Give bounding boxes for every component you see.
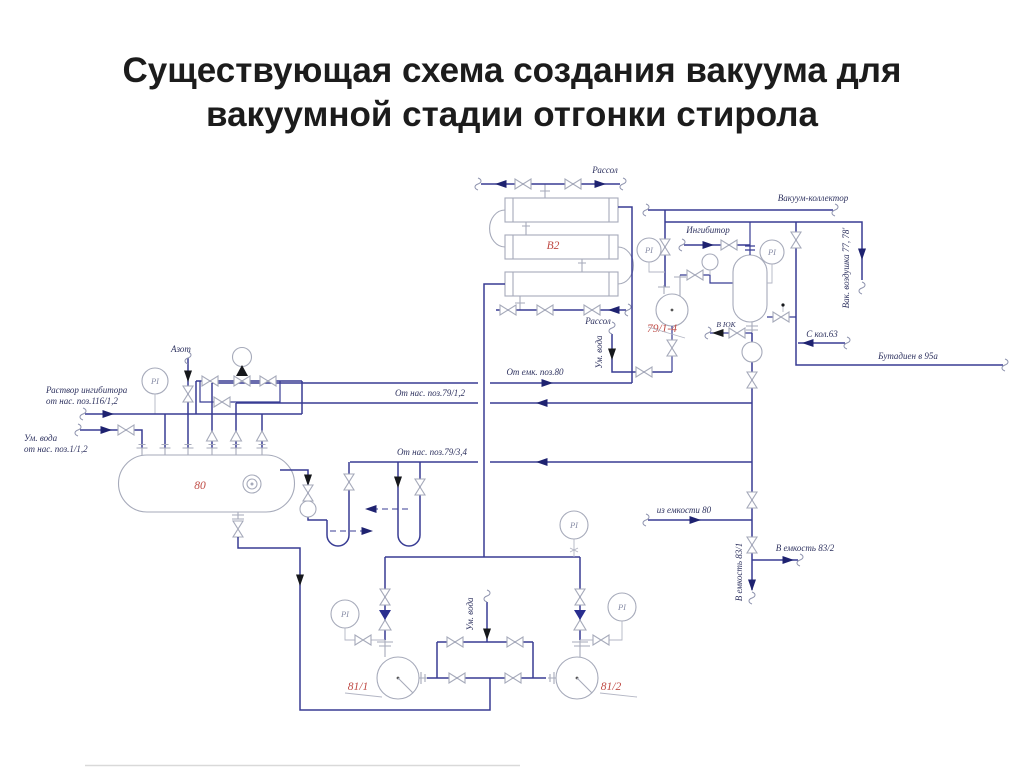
tank-80-83-lines	[642, 513, 804, 567]
pi-gauge-79-label: PI	[644, 245, 654, 255]
vacuum-vent-line	[665, 221, 866, 295]
pi-gauge-pump-81-2-label: PI	[617, 602, 627, 612]
valve-icon	[592, 634, 610, 646]
slide-title-line2: вакуумной стадии отгонки стирола	[206, 95, 818, 134]
vessel-80-risers	[205, 383, 269, 448]
label-to-yuk: В ЮК	[716, 320, 736, 329]
separator-vessel	[732, 222, 768, 333]
label-inhibitor-solution-2: от нас. поз.116/1,2	[46, 396, 118, 406]
label-from-vessel-80: От емк. поз.80	[506, 367, 564, 377]
inhibitor-solution-line	[79, 407, 302, 448]
column63-butadiene-lines	[767, 222, 1009, 372]
pi-gauge-separator-lead	[767, 264, 773, 284]
pi-gauge-pump-81-1-label: PI	[340, 609, 350, 619]
heat-exchanger-B2	[489, 184, 634, 310]
tag-vacuum-pumps-79: 79/1-4	[647, 323, 677, 335]
valve-icon	[354, 634, 372, 646]
label-butadiene: Бутадиен в 95а	[877, 351, 938, 361]
label-soft-water-bottom: Ум. вода	[465, 597, 475, 631]
label-inhibitor: Ингибитор	[685, 225, 730, 235]
vessel-80-drain-line	[237, 537, 491, 711]
vessel-80	[118, 443, 295, 538]
brine-supply-line	[474, 177, 627, 191]
pi-gauge-79-lead	[648, 262, 665, 273]
label-soft-water-left-1: Ум. вода	[24, 433, 58, 443]
label-soft-water-left-2: от нас. поз.1/1,2	[24, 444, 88, 454]
inhibitor-line	[678, 238, 750, 252]
separator-drain-column	[741, 333, 763, 605]
pi-gauge-pump-81-1-lead	[344, 628, 385, 641]
pump-discharge-header	[377, 556, 590, 657]
condensate-leg-from-B2	[483, 283, 505, 557]
slide-title-line1: Существующая схема создания вакуума для	[123, 51, 902, 90]
label-from-pumps-79-12: От нас. поз.79/1,2	[395, 388, 466, 398]
pump-81-1	[376, 656, 427, 700]
label-brine-top: Рассол	[591, 165, 618, 175]
label-from-pumps-79-34: От нас. поз.79/3,4	[397, 447, 468, 457]
pump-81-2	[548, 656, 599, 700]
pump-suction-manifolds	[427, 636, 546, 684]
label-brine-bottom: Рассол	[584, 316, 611, 326]
tag-pump-81-2: 81/2	[601, 681, 622, 693]
vacuum-collector-line	[642, 203, 839, 217]
pi-gauge-header-label: PI	[569, 520, 579, 530]
pressure-control-manifold	[195, 346, 303, 414]
soft-water-right-line	[608, 321, 672, 378]
vapour-riser-to-B2	[618, 206, 633, 383]
control-valve-actuator	[231, 346, 253, 368]
soft-water-left-line	[74, 423, 143, 448]
nitrogen-line	[182, 351, 194, 448]
label-from-tank-80: из емкости 80	[657, 505, 712, 515]
label-inhibitor-solution-1: Раствор ингибитора	[45, 385, 128, 395]
label-soft-water-right: Ум. вода	[594, 335, 604, 369]
tag-vessel-80: 80	[194, 480, 206, 492]
transfer-lines	[212, 379, 752, 466]
overflow-and-seal-loops	[280, 462, 426, 547]
pi-gauge-left-label: PI	[150, 376, 160, 386]
label-from-column-63: С кол.63	[806, 329, 838, 339]
label-to-tank-83-1: В емкость 83/1	[734, 543, 744, 601]
soft-water-bottom-line	[483, 589, 491, 642]
tag-pump-81-1: 81/1	[348, 681, 368, 693]
label-vacuum-vent: Вак. воздушка 77, 78'	[841, 227, 851, 309]
to-yuk-line	[704, 326, 752, 340]
label-nitrogen: Азот	[170, 344, 191, 354]
tag-heat-exchanger-B2: В2	[547, 240, 560, 252]
brine-return-line	[496, 303, 632, 317]
label-vacuum-collector: Вакуум-коллектор	[778, 193, 849, 203]
pi-gauge-separator-label: PI	[767, 247, 777, 257]
label-to-tank-83-2: В емкость 83/2	[776, 543, 835, 553]
